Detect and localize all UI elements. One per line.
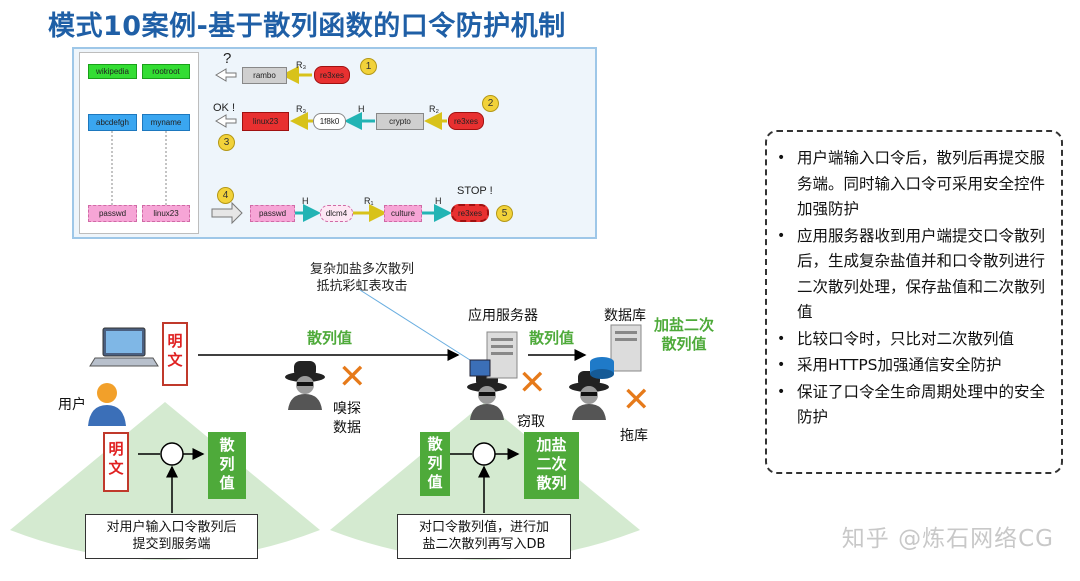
app-server-label: 应用服务器 xyxy=(468,308,538,324)
rainbow-table: wikipedia rootroot abcdefgh myname passw… xyxy=(79,52,199,234)
client-description: 对用户输入口令散列后 提交到服务端 xyxy=(85,514,258,559)
user-label: 用户 xyxy=(58,397,86,413)
table-cell: wikipedia xyxy=(88,64,137,79)
table-cell: rootroot xyxy=(142,64,190,79)
hash-node: 1f8k0 xyxy=(313,113,346,130)
table-connectors xyxy=(111,131,167,205)
hash-label: H xyxy=(302,196,309,206)
blocked-x-icon: ✕ xyxy=(338,357,367,397)
chain-arrows xyxy=(211,66,452,225)
hash-value-box: 散 列 值 xyxy=(208,432,246,499)
database-icon xyxy=(590,324,642,379)
hash-value-label: 散列值 xyxy=(529,329,575,347)
note-item: 采用HTTPS加强通信安全防护 xyxy=(773,353,1051,379)
salted-hash-box: 加盐 二次 散列 xyxy=(524,432,579,499)
reduce-label: R₁ xyxy=(364,196,374,206)
laptop-icon xyxy=(89,327,159,367)
reduce-label: R₂ xyxy=(429,104,439,114)
steal-label: 窃取 xyxy=(517,414,545,430)
hash-node: re3xes xyxy=(448,112,484,130)
page-title: 模式10案例-基于散列函数的口令防护机制 xyxy=(48,11,566,42)
blocked-x-icon: ✕ xyxy=(518,363,547,403)
hash-value-label: 散列值 xyxy=(307,329,353,347)
step-badge: 4 xyxy=(217,187,234,204)
step-badge: 1 xyxy=(360,58,377,75)
reduce-label: R₃ xyxy=(296,104,307,114)
blocked-x-icon: ✕ xyxy=(622,380,651,420)
chain-node: linux23 xyxy=(242,112,289,131)
chain-node: rambo xyxy=(242,67,287,84)
server-icon xyxy=(469,331,518,379)
rainbow-caption: 复杂加盐多次散列 抵抗彩虹表攻击 xyxy=(309,262,414,294)
table-cell: abcdefgh xyxy=(88,114,137,131)
step-badge: 2 xyxy=(482,95,499,112)
hash-node: dlcm4 xyxy=(320,205,353,222)
notes-panel: 用户端输入口令后，散列后再提交服务端。同时输入口令可采用安全控件加强防护 应用服… xyxy=(765,130,1063,474)
table-cell: linux23 xyxy=(142,205,190,222)
unknown-mark: ? xyxy=(223,50,232,67)
note-item: 保证了口令全生命周期处理中的安全防护 xyxy=(773,380,1051,431)
table-cell: myname xyxy=(142,114,190,131)
hash-node: re3xes xyxy=(451,204,489,222)
hash-node: re3xes xyxy=(314,66,350,84)
chain-node: culture xyxy=(384,205,422,222)
note-item: 用户端输入口令后，散列后再提交服务端。同时输入口令可采用安全控件加强防护 xyxy=(773,146,1051,223)
salted-hash-label: 加盐二次 散列值 xyxy=(654,316,715,353)
plaintext-box: 明 文 xyxy=(103,432,129,492)
ok-mark: OK ! xyxy=(213,102,236,114)
hacker-icon xyxy=(285,361,325,410)
hash-label: H xyxy=(358,104,365,114)
chain-node: crypto xyxy=(376,113,424,130)
note-item: 应用服务器收到用户端提交口令散列后，生成复杂盐值并和口令散列进行二次散列处理，保… xyxy=(773,224,1051,326)
watermark: 知乎 @炼石网络CG xyxy=(841,526,1054,552)
drag-db-label: 拖库 xyxy=(620,428,648,444)
sniff-label: 嗅探 数据 xyxy=(333,401,361,436)
step-badge: 5 xyxy=(496,205,513,222)
stop-mark: STOP ! xyxy=(457,185,493,197)
note-item: 比较口令时，只比对二次散列值 xyxy=(773,327,1051,353)
server-description: 对口令散列值，进行加 盐二次散列再写入DB xyxy=(397,514,571,559)
chain-node: passwd xyxy=(250,205,295,222)
step-badge: 3 xyxy=(218,134,235,151)
database-label: 数据库 xyxy=(604,308,646,324)
hash-label: H xyxy=(435,196,442,206)
user-icon xyxy=(88,383,126,426)
plaintext-box: 明 文 xyxy=(162,322,188,386)
hash-value-box: 散 列 值 xyxy=(420,432,450,496)
table-cell: passwd xyxy=(88,205,137,222)
reduce-label: R₃ xyxy=(296,60,307,70)
